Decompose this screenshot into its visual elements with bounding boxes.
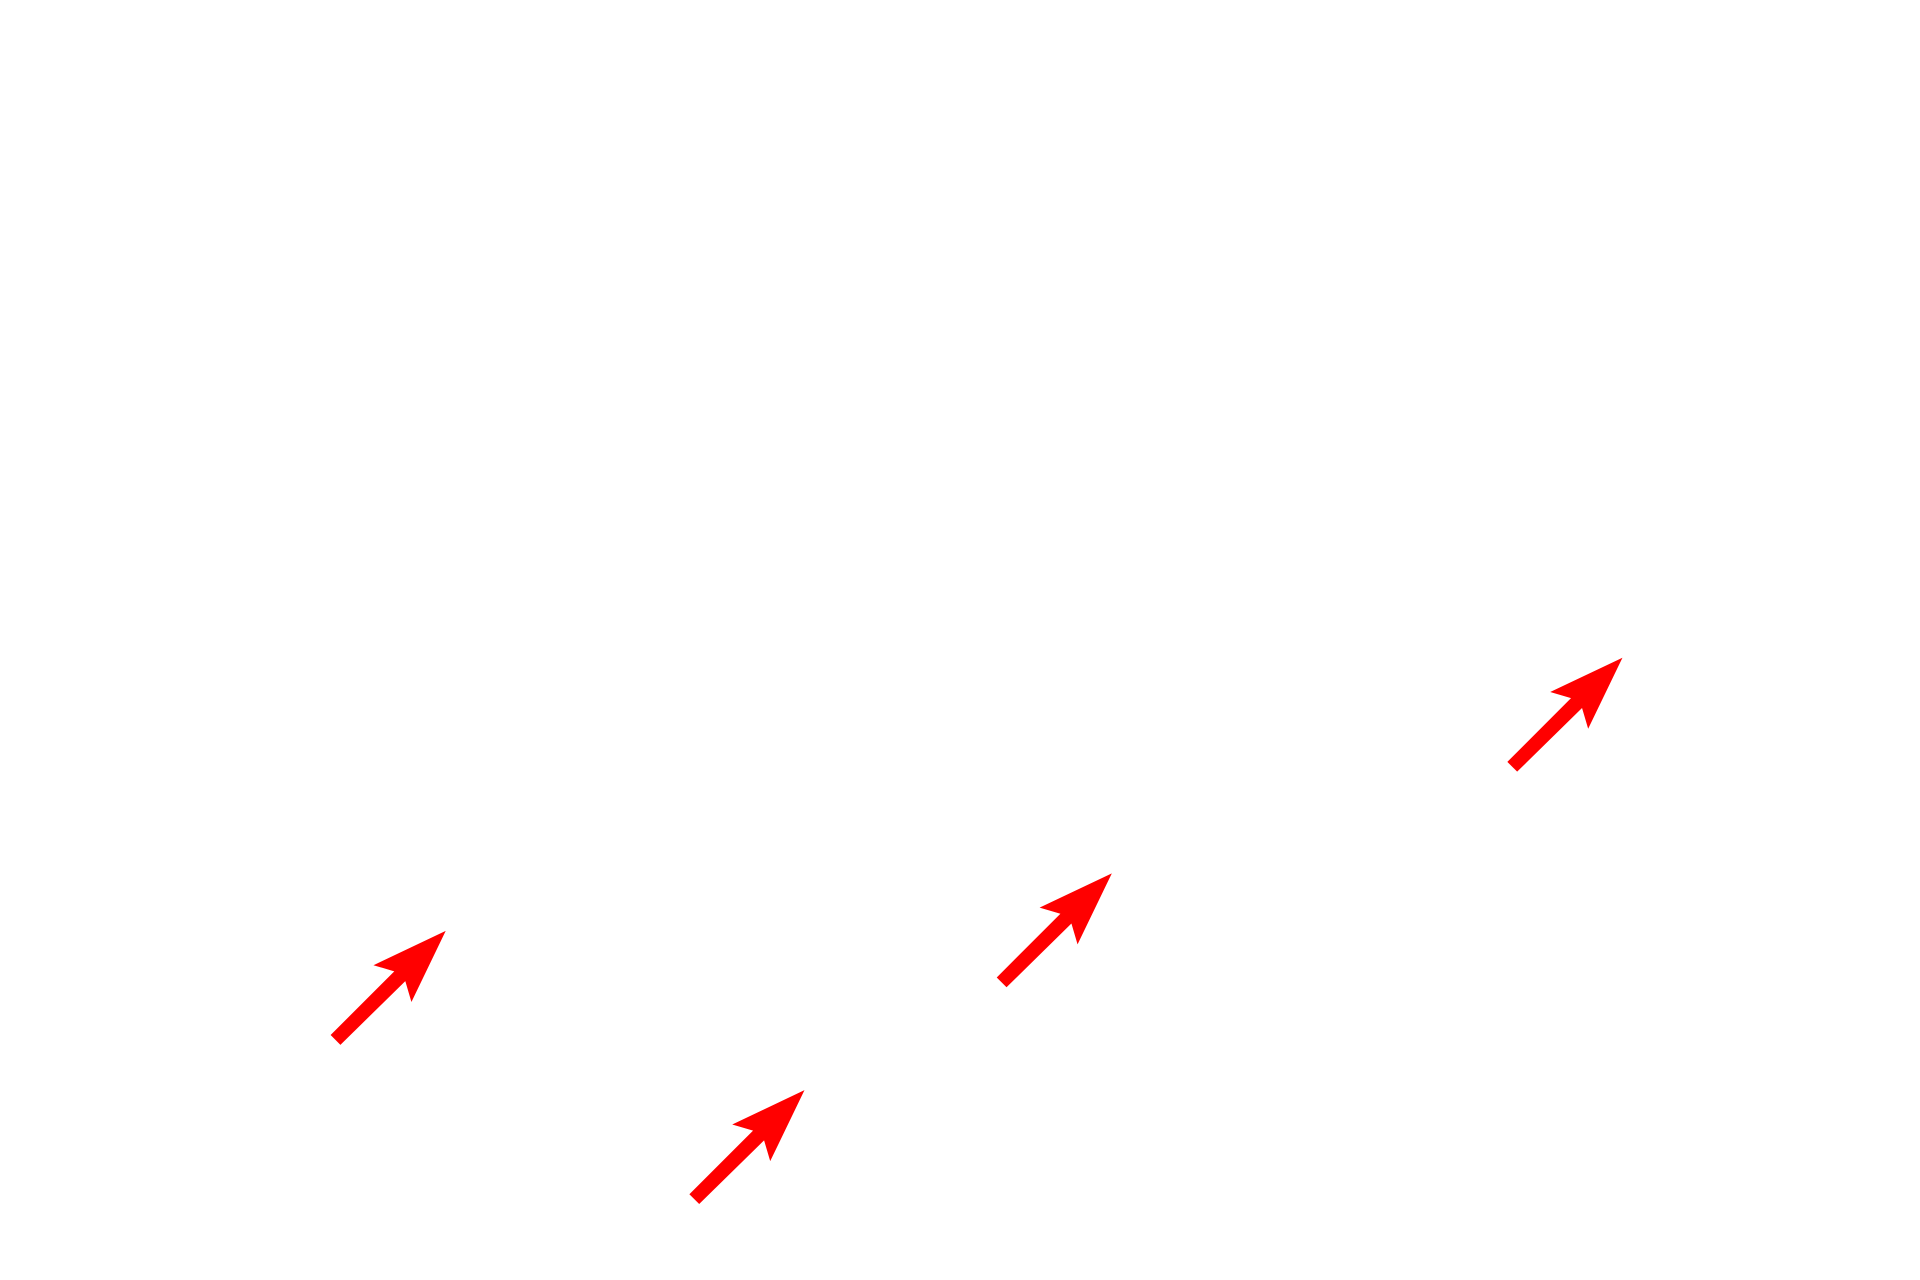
arrow-up-right-icon: [330, 930, 446, 1045]
arrow-shape: [1507, 657, 1623, 772]
arrow-up-right-icon: [689, 1090, 805, 1205]
arrow-shape: [996, 873, 1112, 988]
arrow-shape: [330, 930, 446, 1045]
arrow-shape: [689, 1090, 805, 1205]
arrow-up-right-icon: [1507, 657, 1623, 772]
arrow-up-right-icon: [996, 873, 1112, 988]
